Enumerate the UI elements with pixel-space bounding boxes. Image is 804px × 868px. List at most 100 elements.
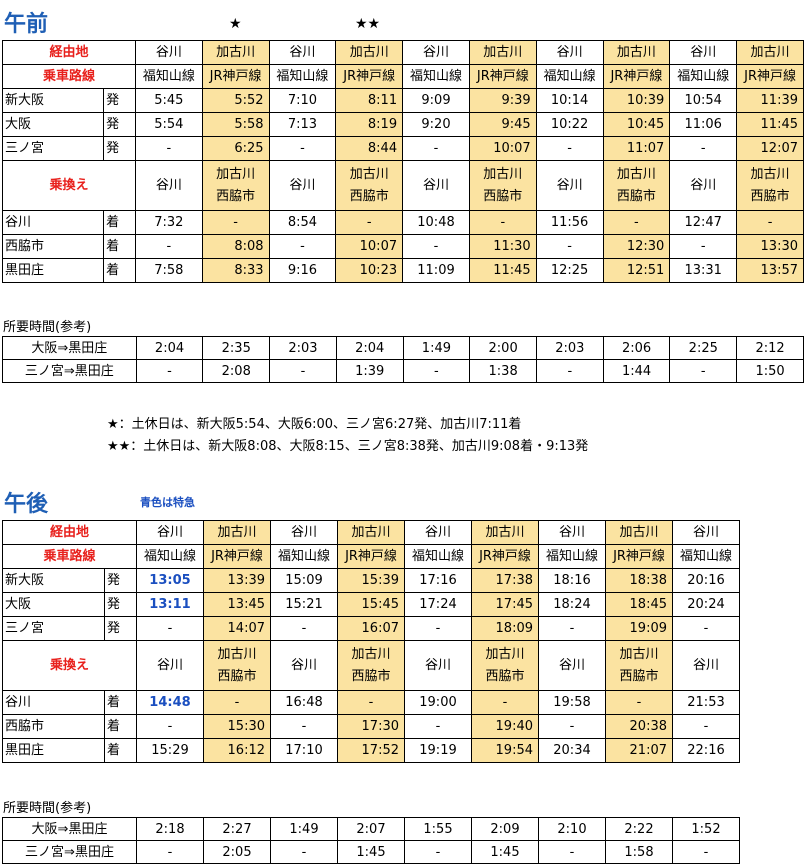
- time-cell: 13:45: [203, 592, 271, 617]
- am-via-cell: 加古川: [201, 40, 270, 65]
- transfer-station: 谷川: [156, 657, 183, 673]
- am-route-cell: 福知山線: [535, 64, 604, 89]
- station-name: 新大阪: [1, 88, 105, 113]
- am-via-cell: 谷川: [402, 40, 470, 65]
- dep-arr-label: 発: [104, 568, 137, 593]
- ref-time-cell: 2:12: [736, 336, 804, 360]
- pm-via-cell: 谷川: [672, 520, 740, 545]
- time-cell: -: [404, 714, 472, 739]
- ref-time-cell: 2:06: [602, 336, 671, 360]
- transfer-station: 谷川: [690, 177, 717, 193]
- time-cell: 8:54: [268, 210, 337, 235]
- transfer-cell: 加古川西脇市: [471, 640, 539, 691]
- time-cell: 17:52: [337, 738, 405, 763]
- time-cell: 17:16: [404, 568, 472, 593]
- transfer-station: 加古川: [619, 646, 659, 662]
- time-cell: -: [134, 234, 203, 259]
- time-cell: 9:20: [402, 112, 470, 137]
- time-cell: 19:09: [605, 616, 673, 641]
- transfer-cell: 加古川西脇市: [203, 640, 271, 691]
- am-header-via: 経由地: [2, 40, 136, 65]
- time-cell: 6:25: [201, 136, 270, 161]
- transfer-cell: 谷川: [669, 160, 738, 211]
- time-cell: -: [471, 690, 539, 715]
- station-name: 西脇市: [2, 714, 105, 739]
- am-header-transfer: 乗換え: [2, 160, 136, 211]
- table-row: 三ノ宮⇒黒田庄-2:08-1:39-1:38-1:44-1:50: [2, 359, 804, 383]
- time-cell: -: [402, 136, 470, 161]
- ref-time-cell: 2:22: [605, 817, 673, 841]
- time-cell: 8:19: [335, 112, 404, 137]
- time-cell: 10:14: [535, 88, 604, 113]
- transfer-station: 西脇市: [216, 188, 256, 204]
- time-cell: 15:29: [136, 738, 204, 763]
- dep-arr-label: 発: [103, 112, 136, 137]
- station-name: 谷川: [2, 690, 105, 715]
- time-cell: -: [538, 714, 606, 739]
- time-cell: -: [535, 234, 604, 259]
- am-via-cell: 加古川: [602, 40, 671, 65]
- time-cell: 15:21: [270, 592, 338, 617]
- am-via-cell: 谷川: [669, 40, 738, 65]
- ref-time-cell: 1:49: [402, 336, 471, 360]
- am-route-cell: 福知山線: [669, 64, 738, 89]
- note-star-2: ★★：土休日は、新大阪8:08、大阪8:15、三ノ宮8:38発、加古川9:08着…: [107, 439, 589, 454]
- station-name: 大阪: [2, 592, 105, 617]
- ref-route-label: 三ノ宮⇒黒田庄: [2, 359, 137, 383]
- time-cell: 15:30: [203, 714, 271, 739]
- time-cell: 20:16: [672, 568, 740, 593]
- transfer-cell: 加古川西脇市: [736, 160, 804, 211]
- pm-route-cell: 福知山線: [538, 544, 606, 569]
- transfer-station: 西脇市: [349, 188, 389, 204]
- time-cell: -: [268, 136, 337, 161]
- ref-time-cell: 2:18: [136, 817, 204, 841]
- time-cell: -: [270, 616, 338, 641]
- pm-route-cell: JR神戸線: [337, 544, 405, 569]
- time-cell: 13:39: [203, 568, 271, 593]
- am-via-cell: 加古川: [736, 40, 804, 65]
- time-cell: 8:08: [201, 234, 270, 259]
- time-cell: 12:51: [602, 258, 671, 283]
- time-cell: 16:07: [337, 616, 405, 641]
- time-cell: 9:16: [268, 258, 337, 283]
- time-cell: 13:30: [736, 234, 804, 259]
- transfer-cell: 加古川西脇市: [602, 160, 671, 211]
- am-via-cell: 谷川: [268, 40, 337, 65]
- time-cell: 11:56: [535, 210, 604, 235]
- time-cell: 8:33: [201, 258, 270, 283]
- transfer-station: 谷川: [290, 657, 317, 673]
- pm-header-transfer: 乗換え: [2, 640, 137, 691]
- pm-route-cell: 福知山線: [404, 544, 472, 569]
- ref-time-cell: -: [402, 359, 471, 383]
- ref-time-cell: 2:25: [669, 336, 738, 360]
- time-cell: -: [602, 210, 671, 235]
- ref-time-cell: -: [404, 840, 472, 864]
- am-route-cell: JR神戸線: [201, 64, 270, 89]
- transfer-station: 谷川: [424, 657, 451, 673]
- station-name: 黒田庄: [1, 258, 105, 283]
- transfer-cell: 谷川: [270, 640, 338, 691]
- time-cell: -: [669, 234, 738, 259]
- pm-header-via: 経由地: [2, 520, 137, 545]
- ref-time-cell: 2:08: [202, 359, 271, 383]
- ref-time-cell: 1:45: [471, 840, 539, 864]
- time-cell: 18:38: [605, 568, 673, 593]
- transfer-cell: 谷川: [672, 640, 740, 691]
- pm-section-title: 午後: [4, 492, 49, 517]
- time-cell: -: [337, 690, 405, 715]
- ref-time-cell: 2:07: [337, 817, 405, 841]
- dep-arr-label: 着: [103, 258, 136, 283]
- transfer-station: 西脇市: [483, 188, 523, 204]
- time-cell: -: [736, 210, 804, 235]
- time-cell: 13:31: [669, 258, 738, 283]
- time-cell: 21:07: [605, 738, 673, 763]
- time-cell: 19:54: [471, 738, 539, 763]
- time-cell: 18:09: [471, 616, 539, 641]
